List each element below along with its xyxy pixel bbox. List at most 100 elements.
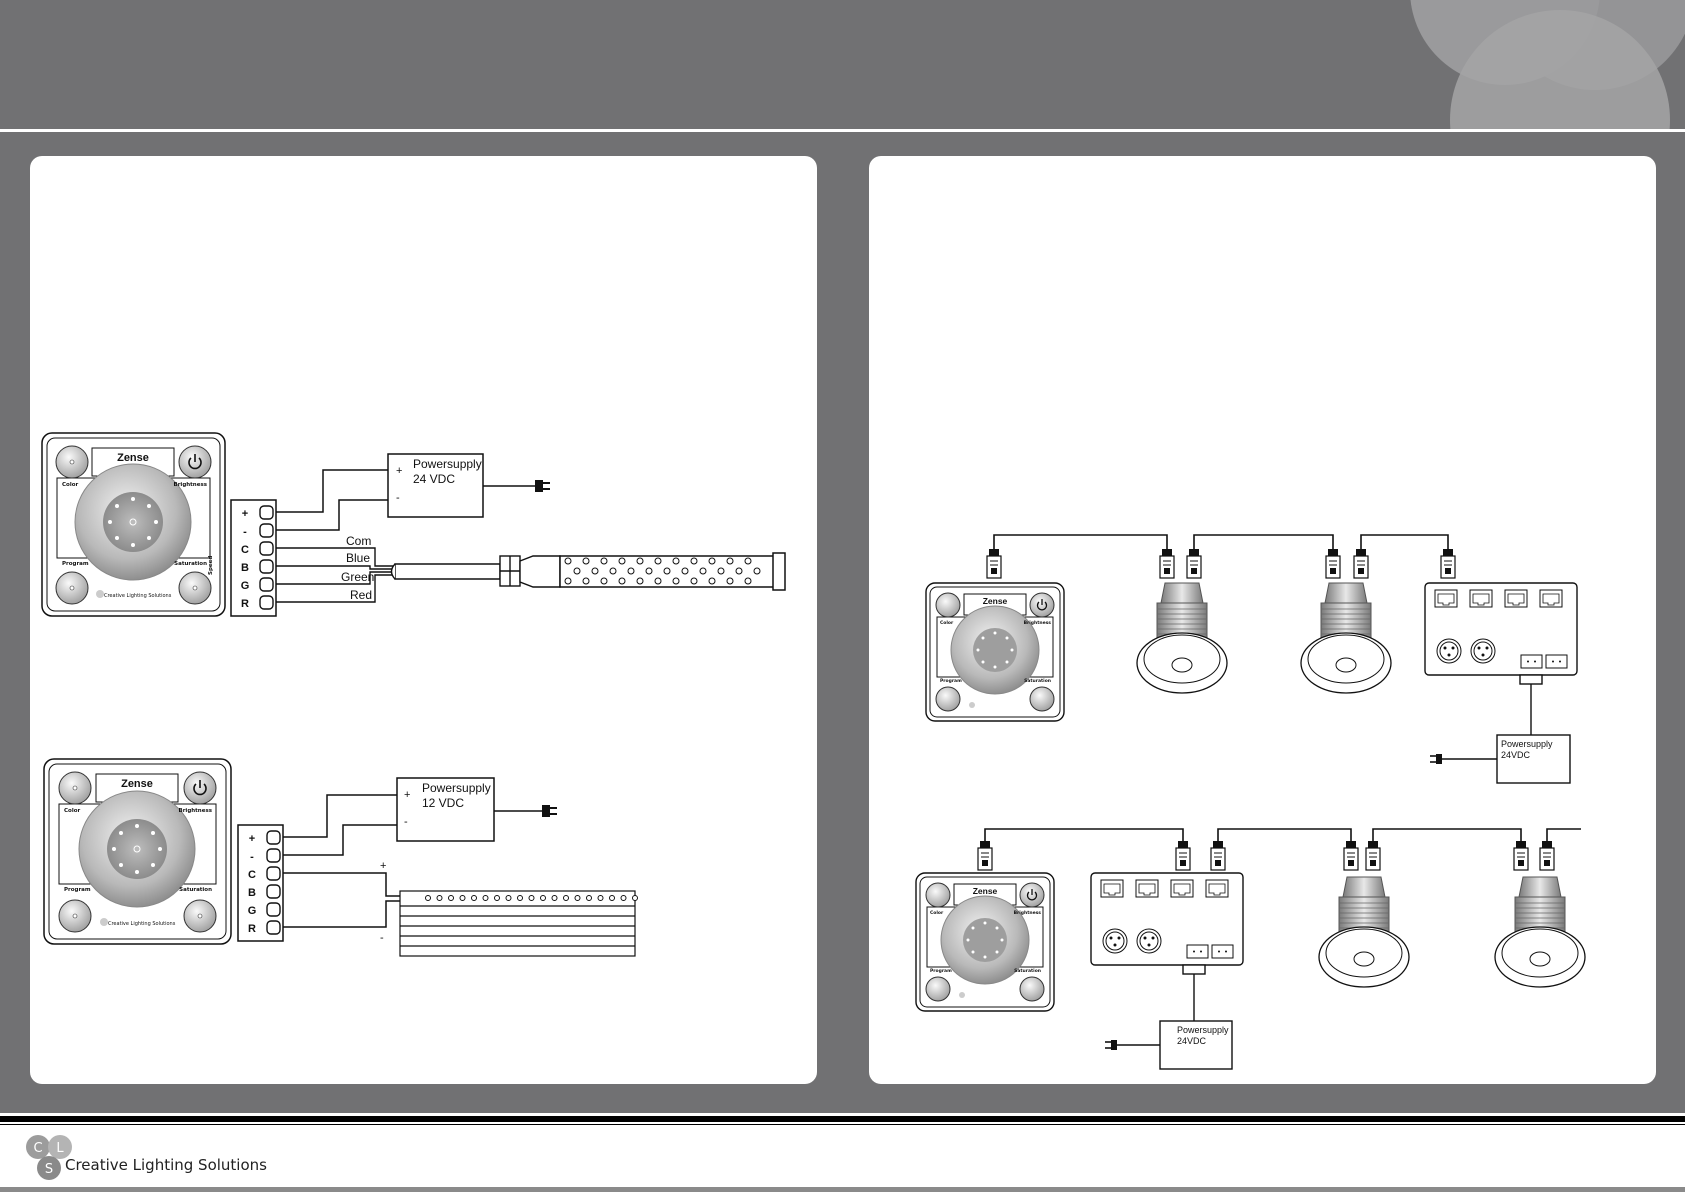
led-dot — [726, 577, 734, 585]
led-dot — [636, 557, 644, 565]
led-dot — [717, 567, 725, 575]
powersupply-24vdc: + - Powersupply 24 VDC — [387, 453, 484, 518]
led-dot — [551, 895, 558, 901]
cls-logo-icon: C L S — [26, 1135, 72, 1180]
header-band — [0, 0, 1685, 129]
led-dot — [618, 557, 626, 565]
label-brightness: Brightness — [1014, 910, 1042, 916]
logo-letter-s: S — [45, 1162, 53, 1177]
terminal-r: R — [241, 598, 249, 610]
controller-brand-small: Creative Lighting Solutions — [104, 593, 172, 599]
label-speed: Speed — [208, 556, 214, 575]
led-dot — [699, 567, 707, 575]
terminal-g: G — [248, 905, 257, 917]
label-program: Program — [930, 968, 952, 974]
led-dot — [564, 577, 572, 585]
mains-plug-icon — [1430, 754, 1442, 764]
rj45-connector-icon — [1343, 840, 1359, 871]
controller-brand-small: Creative Lighting Solutions — [108, 921, 176, 927]
controller-name: Zense — [121, 778, 153, 790]
terminal-minus: - — [250, 851, 254, 863]
label-brightness: Brightness — [1024, 620, 1052, 626]
led-dot — [505, 895, 512, 901]
wire-green-label: Green — [341, 570, 374, 584]
controller-name: Zense — [117, 452, 149, 464]
wire-blue-label: Blue — [346, 551, 370, 565]
led-dot — [681, 567, 689, 575]
label-brightness: Brightness — [179, 808, 213, 814]
led-dot — [753, 567, 761, 575]
led-dot — [448, 895, 454, 901]
rj45-connector-icon — [1513, 840, 1529, 871]
rj45-connector-icon — [1365, 840, 1381, 871]
logo-letter-c: C — [33, 1141, 42, 1156]
psu-title: Powersupply — [422, 781, 491, 795]
led-dot — [540, 895, 546, 901]
left-wiring-diagrams: Zense Color Brightness Program Saturatio… — [41, 432, 786, 957]
led-dot — [582, 557, 590, 565]
header-circles-decoration — [1410, 0, 1685, 129]
label-saturation: Saturation — [179, 887, 212, 893]
rj45-connector-icon — [1186, 548, 1202, 579]
led-dot — [663, 567, 671, 575]
label-brightness: Brightness — [174, 482, 208, 488]
led-dot — [600, 577, 608, 585]
rj45-connector-icon — [1353, 548, 1369, 579]
rj45-connector-icon — [1175, 840, 1191, 871]
label-color: Color — [930, 910, 944, 916]
downlight-3 — [1318, 876, 1410, 988]
terminal-g: G — [241, 580, 250, 592]
psu-plus: + — [404, 789, 410, 801]
footer-rule-thin — [0, 1124, 1685, 1125]
led-dot — [632, 895, 638, 901]
terminal-b: B — [248, 887, 256, 899]
led-dot — [672, 577, 680, 585]
psu-minus: - — [396, 492, 400, 504]
psu-rating: 12 VDC — [422, 796, 464, 810]
led-dot — [654, 577, 662, 585]
label-program: Program — [64, 887, 91, 893]
psu-title: Powersupply — [413, 457, 482, 471]
led-dot — [600, 557, 608, 565]
led-dot — [528, 895, 535, 901]
power-icon — [193, 780, 207, 796]
rj45-connector-icon — [1440, 548, 1456, 579]
rj45-connector-icon — [1325, 548, 1341, 579]
led-dot — [645, 567, 653, 575]
rj45-connector-icon — [1210, 840, 1226, 871]
terminal-r: R — [248, 923, 256, 935]
led-dot — [609, 895, 615, 901]
led-dot — [735, 567, 743, 575]
label-saturation: Saturation — [174, 561, 207, 567]
led-dot — [618, 577, 626, 585]
led-dot — [471, 895, 477, 901]
led-dot — [582, 577, 590, 585]
led-dot — [744, 557, 752, 565]
label-saturation: Saturation — [1014, 968, 1041, 974]
rj45-connector-icon — [977, 840, 993, 871]
psu-plus: + — [396, 465, 402, 477]
terminal-plus: + — [242, 508, 248, 520]
logo-letter-l: L — [56, 1141, 64, 1156]
led-dot — [744, 577, 752, 585]
cable-sheath — [390, 555, 561, 588]
strip-plus-label: + — [380, 860, 386, 872]
psu-rating: 24VDC — [1501, 750, 1531, 760]
dmx-interface-1 — [1424, 582, 1578, 676]
right-network-diagrams: Zense Color Brightness Program Saturatio… — [915, 534, 1586, 1070]
led-dot — [627, 567, 635, 575]
downlight-1 — [1136, 582, 1228, 694]
rj45-connector-icon — [1539, 840, 1555, 871]
label-program: Program — [940, 678, 962, 684]
controller-name: Zense — [983, 596, 1008, 606]
powersupply-24vdc-right-1: Powersupply 24VDC — [1496, 734, 1571, 784]
terminal-c: C — [241, 544, 249, 556]
power-icon — [188, 454, 202, 470]
psu-title: Powersupply — [1501, 739, 1553, 749]
wire-com-label: Com — [346, 534, 371, 548]
downlight-2 — [1300, 582, 1392, 694]
terminal-block-2: + - C B G R — [237, 824, 284, 942]
led-dot — [636, 577, 644, 585]
psu-rating: 24 VDC — [413, 472, 455, 486]
powersupply-24vdc-right-2: Powersupply 24VDC — [1159, 1020, 1233, 1070]
